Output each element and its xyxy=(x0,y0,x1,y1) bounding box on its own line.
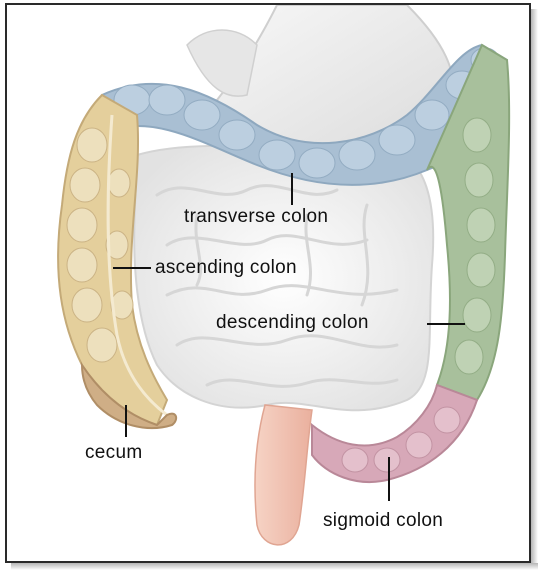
cecum-label: cecum xyxy=(85,442,142,464)
transverse-colon-leader xyxy=(291,173,293,205)
sigmoid-colon-leader xyxy=(388,457,390,501)
stomach-fold xyxy=(187,30,257,96)
transverse-colon-label: transverse colon xyxy=(184,206,328,228)
cecum-leader xyxy=(125,405,127,437)
ascending-colon-label: ascending colon xyxy=(155,257,297,279)
colon-illustration xyxy=(7,5,529,561)
ascending-colon-leader xyxy=(113,267,151,269)
rectum-shape xyxy=(255,405,312,545)
sigmoid-colon-label: sigmoid colon xyxy=(323,510,443,532)
frame-shadow-right xyxy=(531,9,538,569)
frame-shadow-bottom xyxy=(11,563,538,570)
descending-colon-leader xyxy=(427,323,465,325)
diagram-frame: transverse colon ascending colon descend… xyxy=(5,3,531,563)
descending-colon-label: descending colon xyxy=(216,312,369,334)
